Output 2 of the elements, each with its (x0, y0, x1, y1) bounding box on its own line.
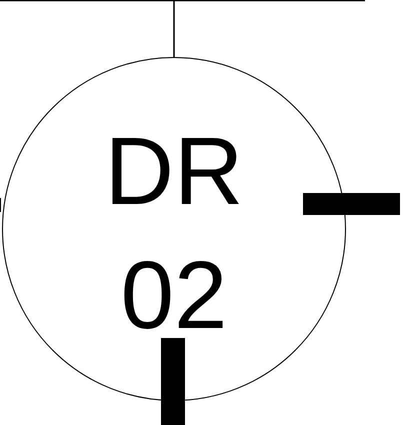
instrument-circle (2, 57, 346, 401)
instrument-tag: DR 02 (99, 110, 249, 358)
